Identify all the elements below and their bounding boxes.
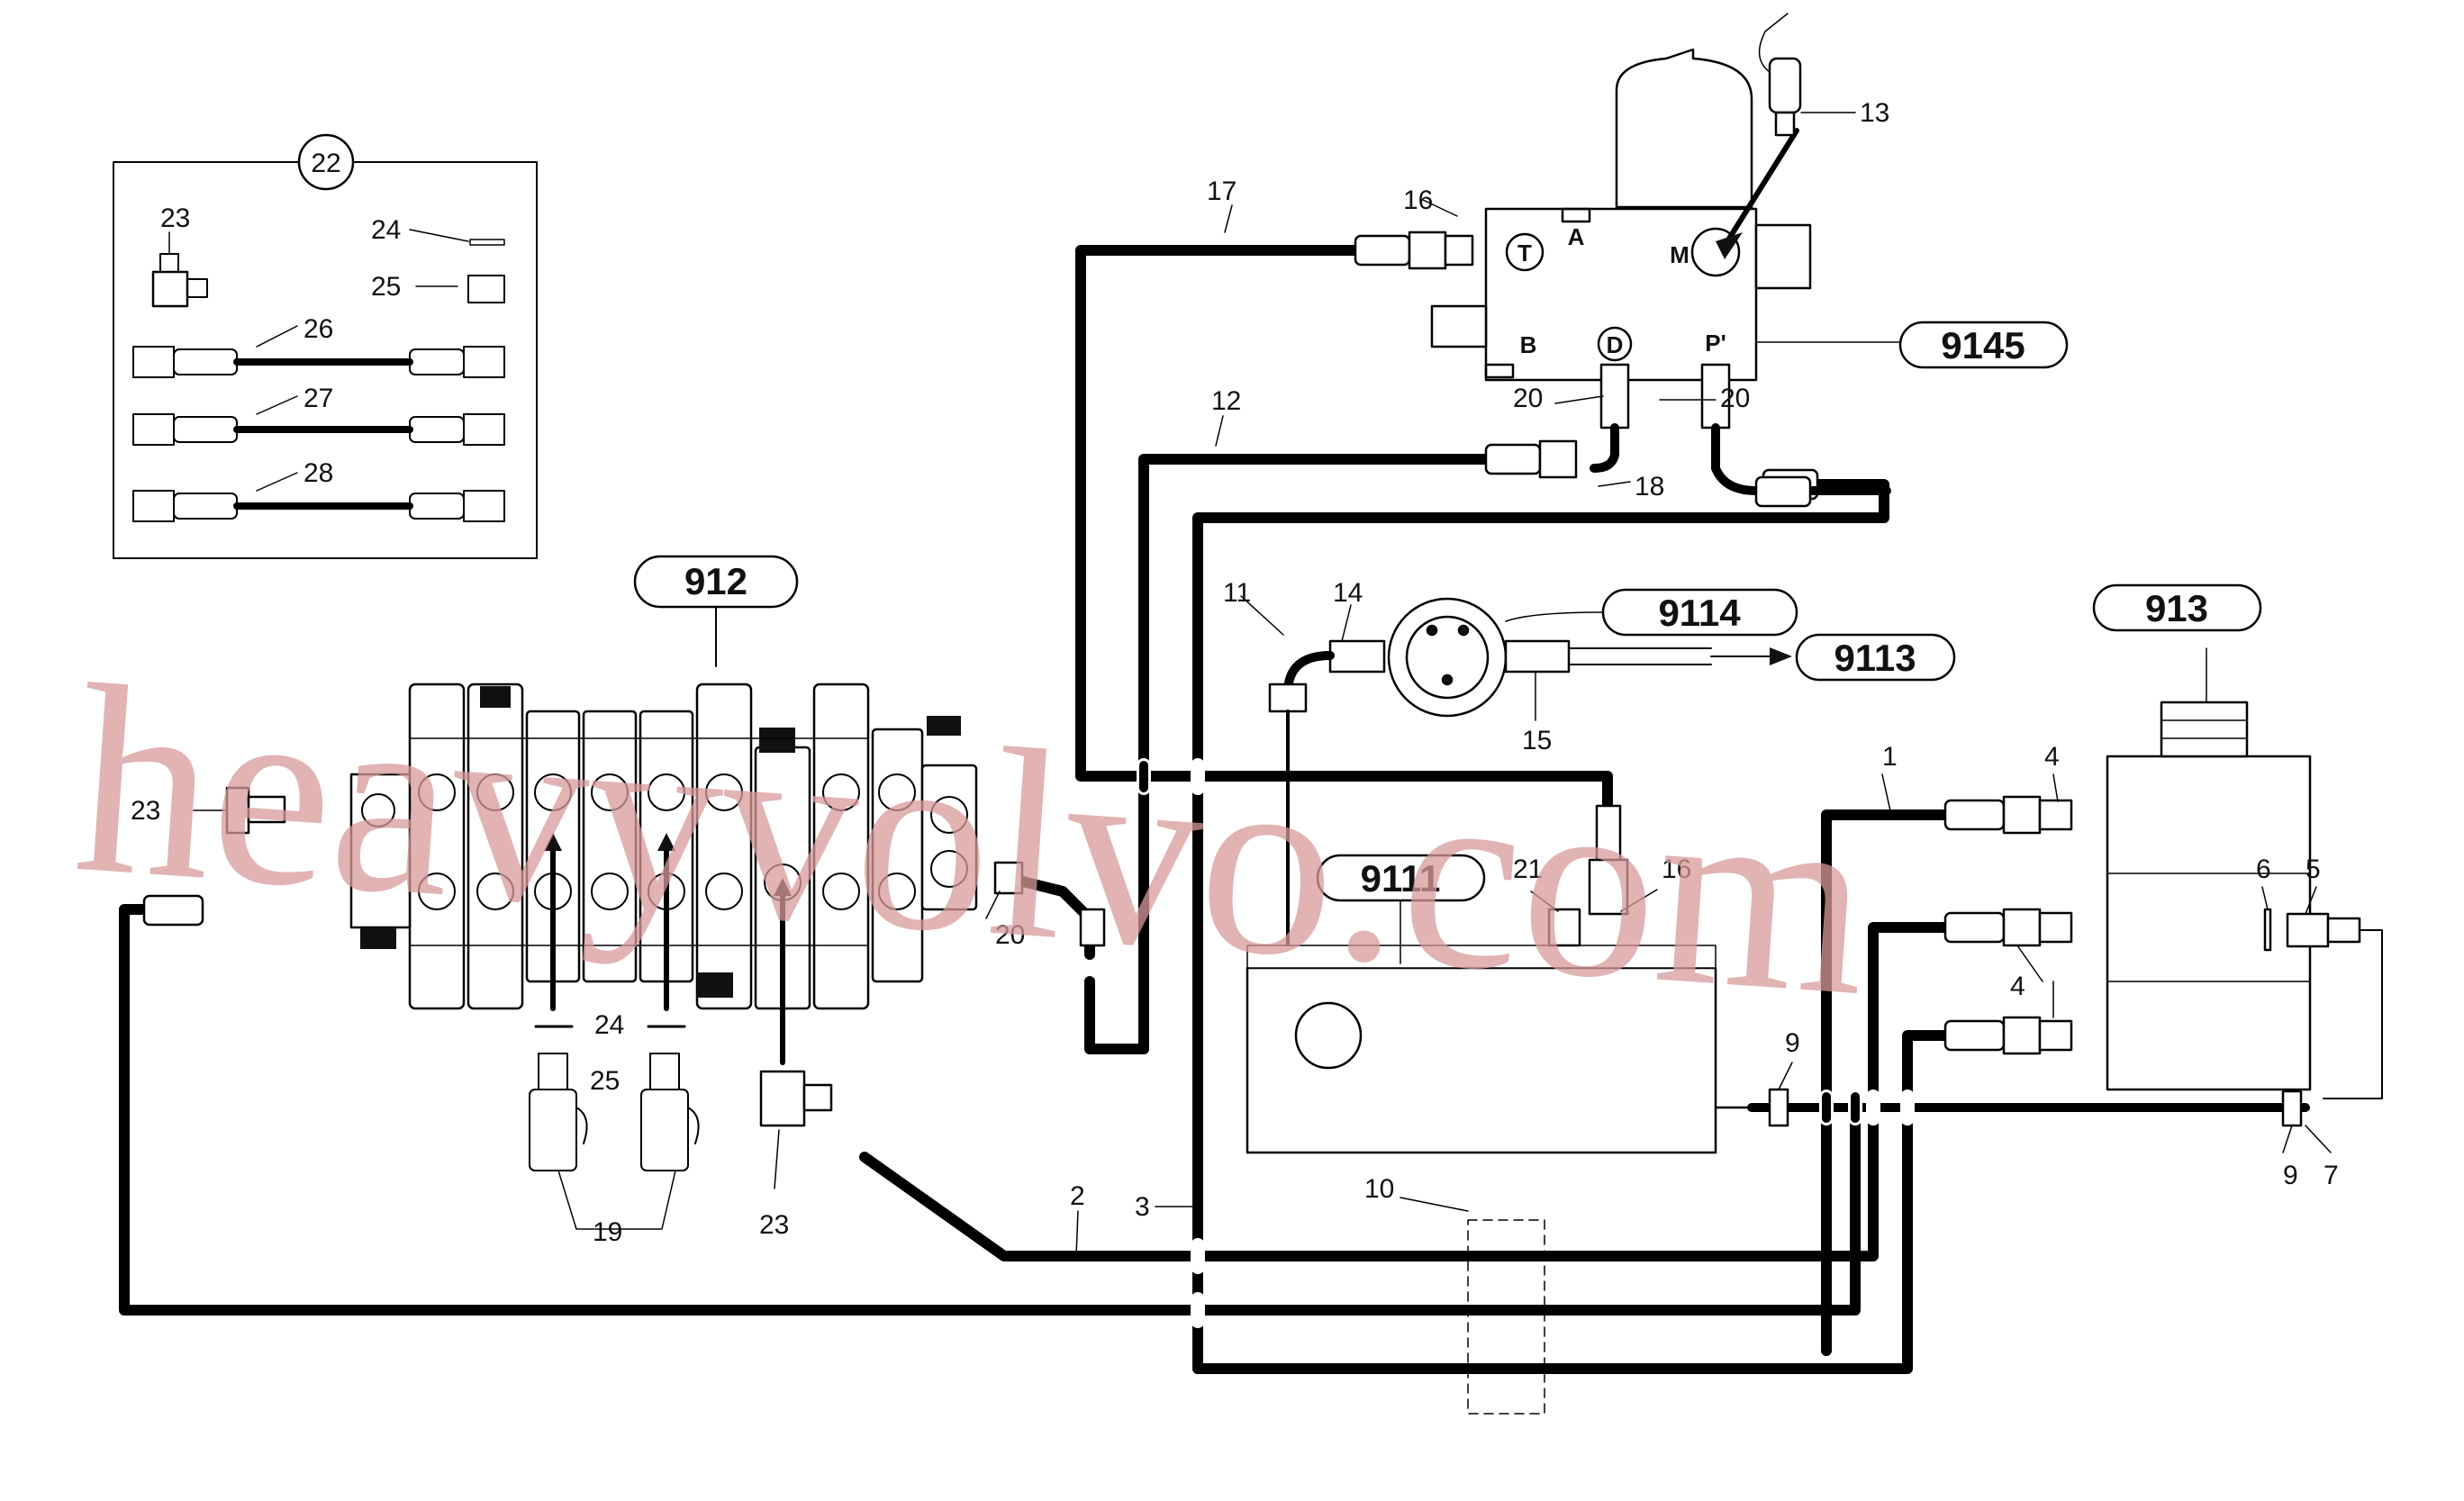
callout-1: 1 [1882, 742, 1898, 772]
leader-lines [193, 199, 2332, 1257]
callout-19: 19 [593, 1217, 622, 1247]
callout-7: 7 [2324, 1161, 2339, 1190]
callout-12: 12 [1211, 386, 1241, 416]
callout-6: 6 [2256, 854, 2271, 884]
port-B: B [1520, 331, 1537, 358]
callout-27: 27 [303, 384, 333, 413]
test-couplings-19 [529, 1025, 700, 1230]
parts-inset-box [113, 133, 538, 559]
callout-18: 18 [1635, 472, 1664, 502]
callout-23a: 23 [160, 203, 190, 233]
watermark: heavyvolvo.com [68, 628, 1878, 1053]
callout-9b: 9 [2283, 1161, 2298, 1190]
callout-24a: 24 [371, 215, 401, 245]
callout-24b: 24 [594, 1010, 624, 1040]
callout-4a: 4 [2044, 742, 2060, 772]
callout-26: 26 [303, 314, 333, 344]
callout-20c: 20 [995, 920, 1025, 950]
callout-16a: 16 [1403, 185, 1433, 215]
port-T: T [1517, 240, 1532, 267]
callout-28: 28 [303, 458, 333, 488]
port-M: M [1670, 241, 1689, 268]
callout-20a: 20 [1513, 384, 1543, 413]
hydraulic-lines [119, 245, 2310, 1374]
group-label-9145: 9145 [1941, 324, 2025, 366]
callout-14: 14 [1333, 578, 1363, 608]
callout-11: 11 [1223, 578, 1251, 608]
fitting-23 [225, 786, 833, 1127]
group-label-9111: 9111 [1361, 857, 1441, 900]
test-point-arrows [550, 844, 785, 1065]
control-valve-912 [349, 555, 978, 1010]
filter-9114 [1268, 588, 1956, 956]
callout-9a: 9 [1785, 1028, 1800, 1058]
group-label-9114: 9114 [1658, 592, 1741, 634]
callout-23c: 23 [759, 1210, 789, 1240]
hose-28 [132, 472, 505, 522]
callout-10: 10 [1364, 1174, 1394, 1204]
group-label-912: 912 [684, 560, 747, 602]
callout-15: 15 [1522, 726, 1552, 755]
hose-fittings [142, 231, 2073, 1055]
callout-17: 17 [1207, 176, 1237, 206]
accumulator-block-9145 [1430, 13, 2069, 508]
group-label-913: 913 [2145, 587, 2208, 629]
callout-5: 5 [2305, 854, 2321, 884]
dashed-box-10 [1467, 1219, 1545, 1415]
return-filter-913 [2092, 583, 2383, 1127]
port-D: D [1607, 331, 1624, 358]
callout-25a: 25 [371, 272, 401, 302]
group-label-9113: 9113 [1834, 637, 1916, 679]
callout-25b: 25 [590, 1066, 620, 1096]
tank-9111 [1246, 854, 1789, 1154]
callout-3: 3 [1135, 1192, 1150, 1222]
hose-26 [132, 325, 505, 378]
port-A: A [1568, 223, 1585, 250]
port-P: P' [1705, 330, 1726, 357]
callout-2: 2 [1070, 1181, 1085, 1211]
group-label-22: 22 [311, 149, 340, 178]
hose-27 [132, 395, 505, 446]
callout-13: 13 [1860, 98, 1889, 128]
callout-21: 21 [1513, 854, 1543, 884]
callout-20b: 20 [1720, 384, 1750, 413]
callout-4b: 4 [2010, 972, 2025, 1001]
callout-23b: 23 [131, 796, 160, 826]
callout-16b: 16 [1662, 854, 1691, 884]
